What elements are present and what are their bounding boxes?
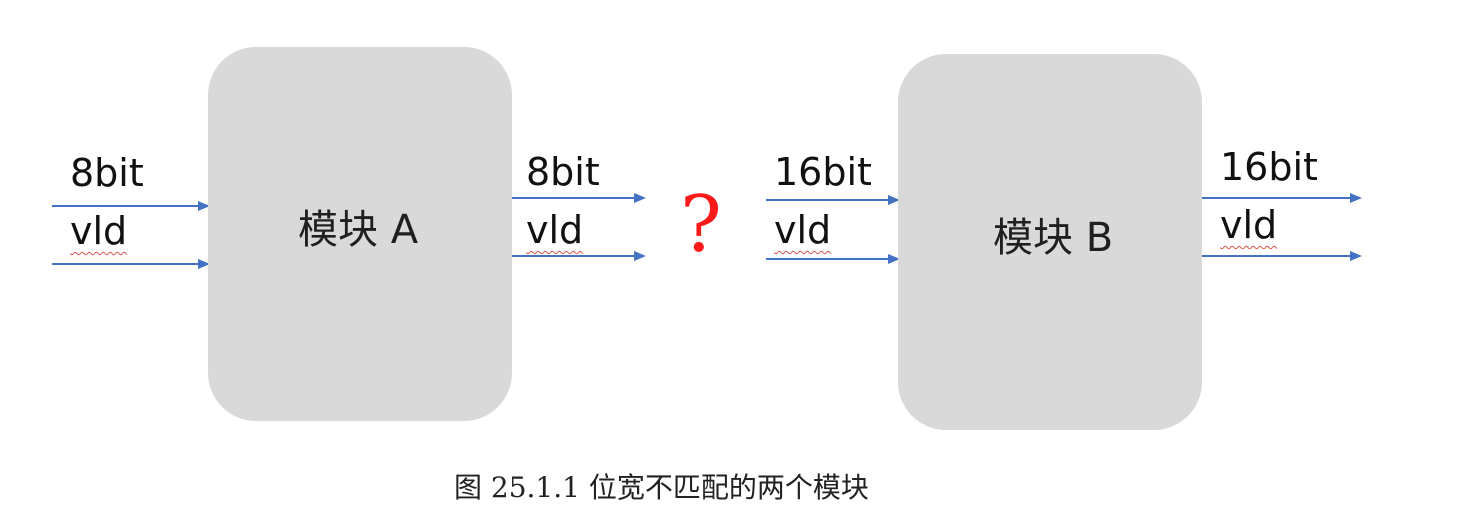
block-b-input-vld-label: vld xyxy=(774,208,832,252)
block-b-output-16bit-label: 16bit xyxy=(1220,145,1318,189)
module-a-block xyxy=(208,47,512,421)
module-a-label: 模块 A xyxy=(298,207,419,253)
block-a-input-8bit-label: 8bit xyxy=(70,151,144,195)
block-a-output-8bit-label: 8bit xyxy=(526,150,600,194)
block-a-output-vld-label: vld xyxy=(526,208,584,252)
block-a-input-vld-label: vld xyxy=(70,209,128,253)
figure-caption: 图 25.1.1 位宽不匹配的两个模块 xyxy=(454,471,869,504)
mismatch-question-mark: ? xyxy=(680,180,722,270)
module-b-label: 模块 B xyxy=(993,215,1114,261)
block-b-output-vld-label: vld xyxy=(1220,203,1278,247)
block-b-input-16bit-label: 16bit xyxy=(774,150,872,194)
module-b-block xyxy=(898,54,1202,430)
